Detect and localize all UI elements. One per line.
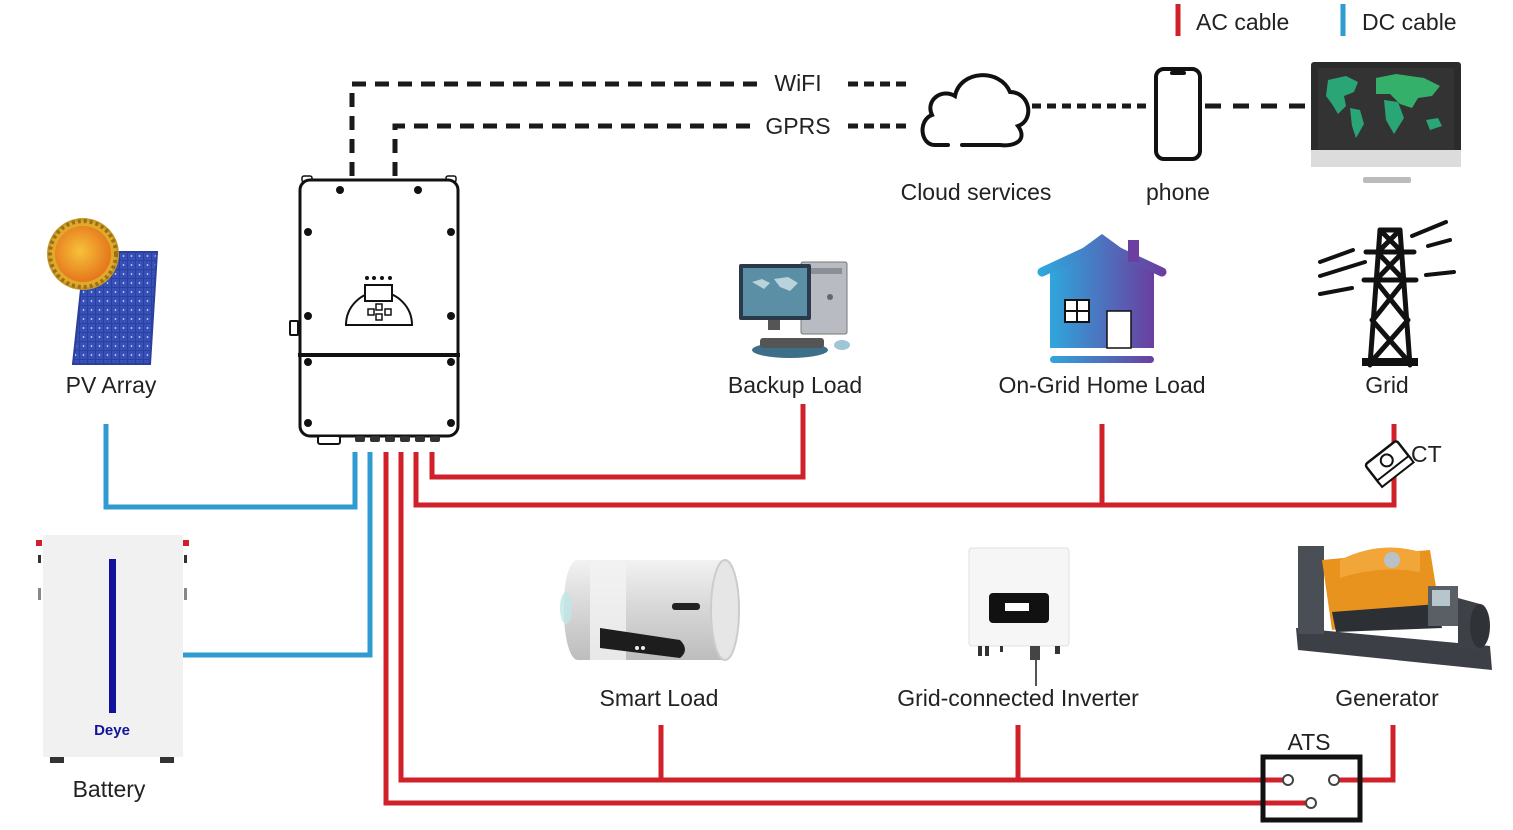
phone-label: phone (1146, 179, 1210, 205)
grid-ac-cable (413, 424, 1397, 508)
generator-label: Generator (1335, 685, 1439, 711)
backup-load-ac-cable (429, 404, 806, 480)
battery-brand-label: Deye (94, 722, 130, 739)
desktop-computer-icon (739, 261, 850, 358)
water-heater-icon (560, 559, 740, 661)
string-inverter-icon (968, 547, 1070, 686)
ac-wiring (383, 404, 1397, 806)
monitor-icon (1311, 62, 1461, 183)
legend-dc-label: DC cable (1362, 9, 1457, 35)
gprs-label: GPRS (765, 113, 831, 139)
legend (1175, 4, 1346, 36)
phone-icon (1154, 67, 1202, 161)
home-load-label: On-Grid Home Load (998, 372, 1206, 398)
ats-label: ATS (1287, 729, 1331, 755)
hybrid-inverter-icon (289, 175, 460, 445)
generator-ac-cable (383, 452, 1310, 806)
generator-icon (1296, 546, 1492, 670)
pv-dc-cable (103, 424, 358, 510)
gprs-link (392, 123, 755, 176)
cloud-services-label: Cloud services (900, 179, 1052, 205)
transfer-switch-icon (1260, 754, 1363, 823)
smart-load-ac-cable (398, 452, 1288, 783)
solar-panel-icon (47, 218, 159, 365)
wifi-link (349, 81, 760, 176)
battery-icon (36, 535, 189, 763)
ct-label: CT (1411, 441, 1442, 467)
grid-inverter-label: Grid-connected Inverter (897, 685, 1139, 711)
wifi-label: WiFI (774, 70, 822, 96)
legend-ac-label: AC cable (1196, 9, 1290, 35)
battery-label: Battery (72, 776, 146, 802)
smart-load-label: Smart Load (599, 685, 719, 711)
house-icon (1037, 234, 1167, 363)
backup-load-label: Backup Load (727, 372, 863, 398)
pv-array-label: PV Array (65, 372, 157, 398)
cloud-icon (920, 73, 1031, 148)
generator-ats-cable (1334, 725, 1396, 783)
grid-label: Grid (1365, 372, 1409, 398)
dc-wiring (103, 424, 373, 658)
battery-dc-cable (183, 452, 373, 658)
current-transformer-icon (1364, 440, 1416, 489)
comm-lines (349, 81, 1310, 176)
power-tower-icon (1318, 220, 1456, 368)
